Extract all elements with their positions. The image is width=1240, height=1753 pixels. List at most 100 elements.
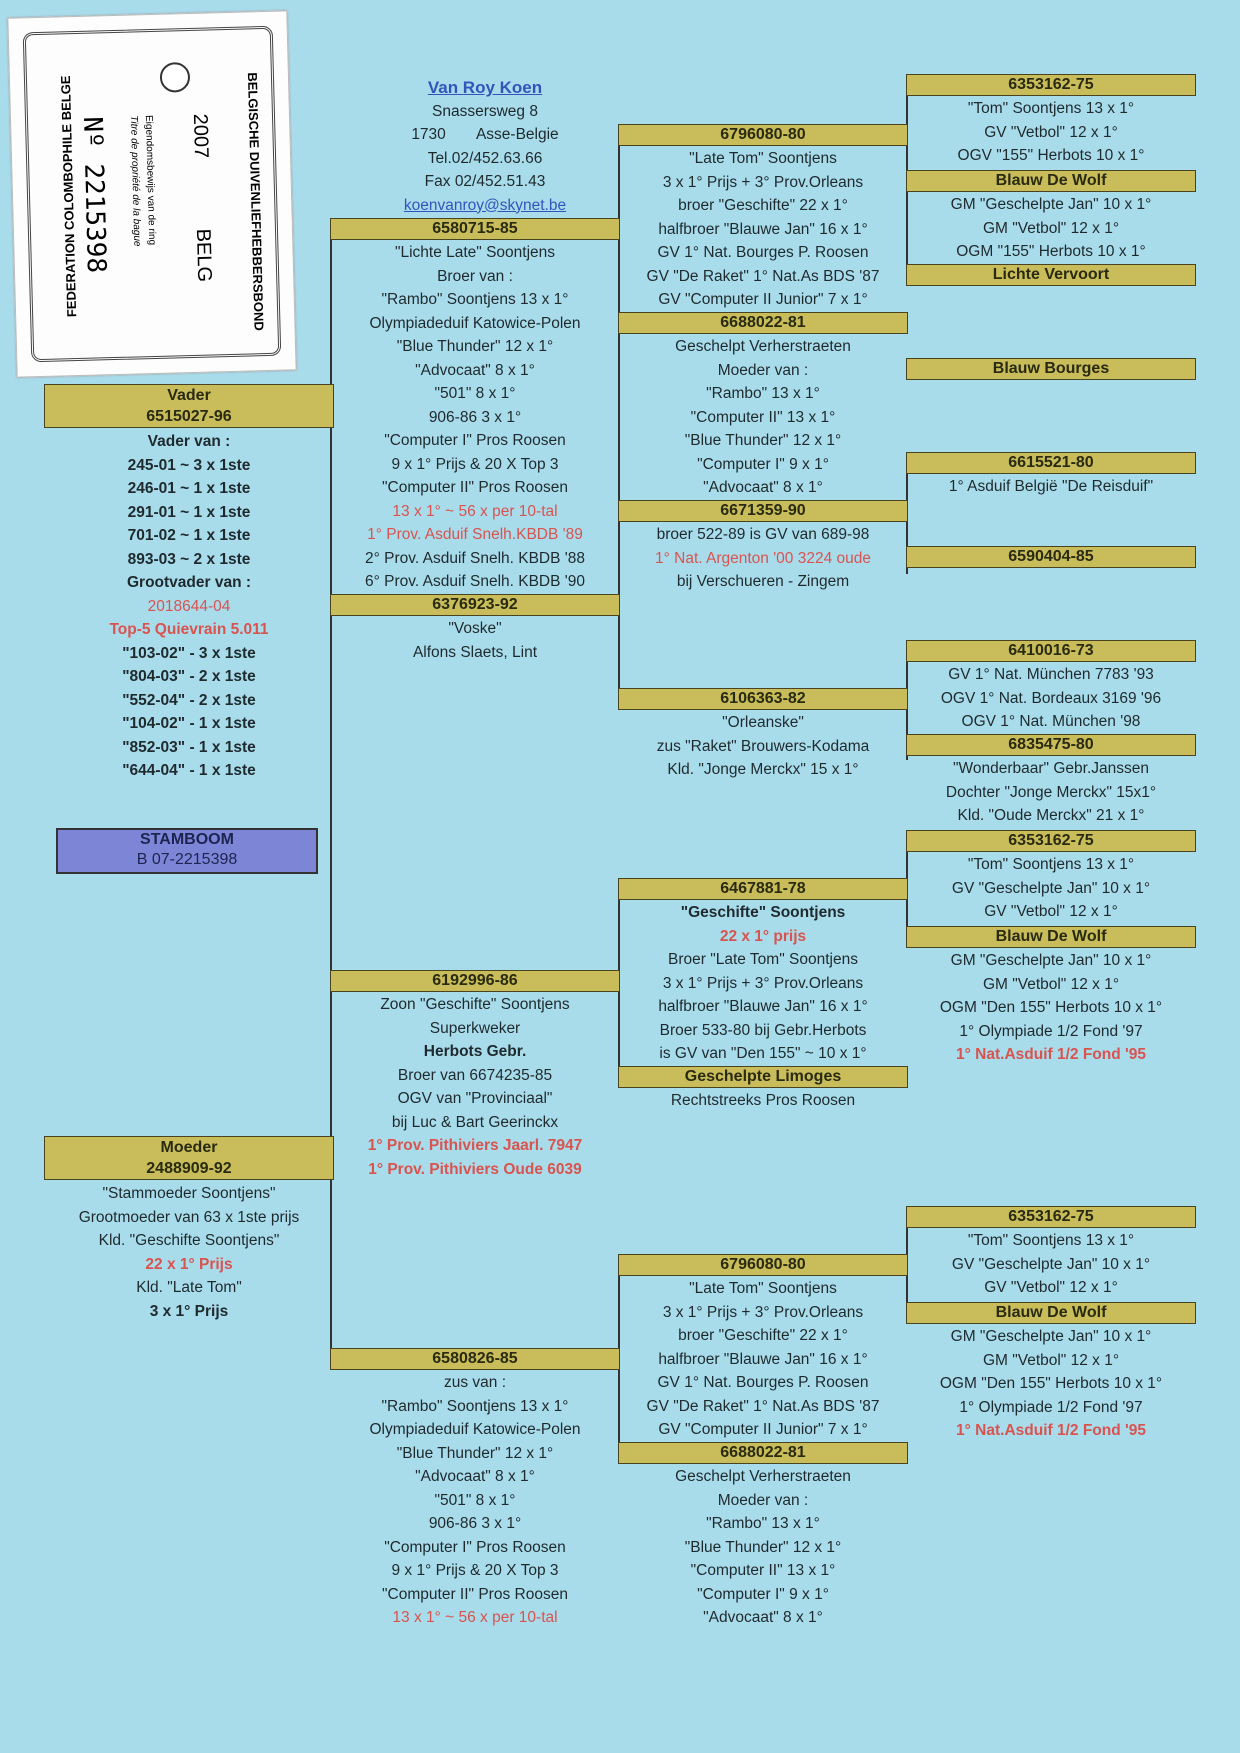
- detail-line: halfbroer "Blauwe Jan" 16 x 1°: [658, 220, 868, 238]
- detail-line: Grootvader van :: [126, 574, 252, 591]
- detail-line: GV "Geschelpte Jan" 10 x 1°: [951, 879, 1151, 897]
- vader-details: Vader van : 245-01 ~ 3 x 1ste 246-01 ~ 1…: [44, 430, 334, 783]
- owner-postal: 1730: [411, 126, 446, 143]
- detail-line: "103-02" - 3 x 1ste: [122, 644, 256, 662]
- owner-city: Asse-Belgie: [475, 126, 559, 143]
- card-ring-number: Nº 2215398: [76, 116, 112, 274]
- g4-header: Blauw Bourges: [906, 358, 1196, 380]
- g2-details: GM "Geschelpte Jan" 10 x 1° GM "Vetbol" …: [906, 193, 1196, 264]
- detail-line: "Computer I" 9 x 1°: [697, 1585, 829, 1603]
- card-country: BELG: [191, 228, 216, 283]
- detail-line: "Blue Thunder" 12 x 1°: [684, 432, 842, 449]
- detail-line: zus "Raket" Brouwers-Kodama: [656, 737, 870, 755]
- detail-line: Kld. "Late Tom": [136, 1279, 242, 1296]
- detail-line: Broer van :: [437, 267, 513, 285]
- moeder-label: Moeder: [160, 1139, 218, 1156]
- detail-line: "Computer II" 13 x 1°: [690, 408, 836, 426]
- detail-line: 9 x 1° Prijs & 20 X Top 3: [391, 1562, 559, 1579]
- g3-header: Lichte Vervoort: [906, 264, 1196, 286]
- detail-line: Kld. "Oude Merckx" 21 x 1°: [957, 807, 1145, 824]
- detail-line: Geschelpt Verherstraeten: [675, 338, 851, 355]
- detail-line: GV "Vetbol" 12 x 1°: [984, 1279, 1118, 1296]
- detail-line: OGM "155" Herbots 10 x 1°: [956, 243, 1146, 260]
- g6-header: 6590404-85: [906, 546, 1196, 568]
- detail-line: bij Verschueren - Zingem: [676, 573, 850, 590]
- vader-label: Vader: [167, 387, 211, 404]
- mmm-details: Geschelpt Verherstraeten Moeder van : "R…: [618, 1465, 908, 1630]
- mmm-header: 6688022-81: [618, 1442, 908, 1464]
- g10-header: Blauw De Wolf: [906, 926, 1196, 948]
- detail-line: "552-04" - 2 x 1ste: [122, 691, 256, 709]
- detail-line: 9 x 1° Prijs & 20 X Top 3: [391, 455, 559, 473]
- owner-name: Van Roy Koen: [427, 78, 543, 97]
- detail-line: Kld. "Geschifte Soontjens": [98, 1232, 280, 1249]
- detail-line: 22 x 1° prijs: [719, 927, 807, 945]
- detail-line: Broer van 6674235-85: [397, 1066, 553, 1084]
- detail-line: "Tom" Soontjens 13 x 1°: [967, 1232, 1135, 1249]
- detail-line: 1° Nat.Asduif 1/2 Fond '95: [956, 1422, 1146, 1439]
- detail-line: "Blue Thunder" 12 x 1°: [396, 338, 554, 355]
- detail-line: GV "De Raket" 1° Nat.As BDS '87: [646, 267, 880, 285]
- vm-header: 6376923-92: [330, 594, 620, 616]
- detail-line: Vader van :: [147, 433, 231, 450]
- connector-line: [330, 218, 332, 1348]
- detail-line: broer "Geschifte" 22 x 1°: [678, 1327, 848, 1344]
- detail-line: GV "Vetbol" 12 x 1°: [984, 123, 1118, 141]
- detail-line: "644-04" - 1 x 1ste: [122, 762, 256, 779]
- detail-line: broer 522-89 is GV van 689-98: [656, 526, 870, 543]
- mvv-header: 6467881-78: [618, 878, 908, 900]
- detail-line: 1° Olympiade 1/2 Fond '97: [959, 1022, 1143, 1040]
- detail-line: GM "Geschelpte Jan" 10 x 1°: [950, 1328, 1152, 1345]
- vv-details: "Lichte Late" Soontjens Broer van : "Ram…: [330, 241, 620, 594]
- detail-line: "501" 8 x 1°: [434, 1491, 516, 1509]
- detail-line: 3 x 1° Prijs + 3° Prov.Orleans: [662, 974, 864, 992]
- detail-line: "Advocaat" 8 x 1°: [415, 361, 535, 379]
- mm-details: zus van : "Rambo" Soontjens 13 x 1° Olym…: [330, 1371, 620, 1630]
- detail-line: GV 1° Nat. München 7783 '93: [948, 666, 1154, 683]
- mvm-details: Rechtstreeks Pros Roosen: [618, 1089, 908, 1113]
- detail-line: 1° Prov. Pithiviers Oude 6039: [368, 1160, 582, 1178]
- ring-ownership-card: BELGISCHE DUIVENLIEFHEBBERSBOND FEDERATI…: [7, 10, 297, 378]
- detail-line: "804-03" - 2 x 1ste: [122, 668, 256, 685]
- detail-line: 13 x 1° ~ 56 x per 10-tal: [392, 502, 558, 520]
- detail-line: GV "De Raket" 1° Nat.As BDS '87: [646, 1397, 880, 1415]
- connector-line: [618, 126, 620, 696]
- owner-email[interactable]: koenvanroy@skynet.be: [403, 196, 567, 214]
- detail-line: 1° Olympiade 1/2 Fond '97: [959, 1398, 1143, 1416]
- detail-line: 1° Prov. Pithiviers Jaarl. 7947: [367, 1137, 583, 1154]
- g5-details: 1° Asduif België "De Reisduif": [906, 475, 1196, 499]
- stamboom-label: STAMBOOM: [140, 831, 234, 848]
- detail-line: OGM "Den 155" Herbots 10 x 1°: [939, 1375, 1163, 1392]
- detail-line: Zoon "Geschifte" Soontjens: [380, 996, 570, 1013]
- detail-line: 13 x 1° ~ 56 x per 10-tal: [392, 1609, 558, 1626]
- detail-line: Dochter "Jonge Merckx" 15x1°: [945, 783, 1157, 801]
- owner-fax: Fax 02/452.51.43: [424, 173, 546, 190]
- detail-line: "Rambo" Soontjens 13 x 1°: [381, 291, 569, 308]
- detail-line: Superkweker: [429, 1019, 521, 1037]
- detail-line: "Tom" Soontjens 13 x 1°: [967, 100, 1135, 117]
- detail-line: "Tom" Soontjens 13 x 1°: [967, 856, 1135, 873]
- detail-line: Kld. "Jonge Merckx" 15 x 1°: [667, 761, 859, 778]
- mvv-details: "Geschifte" Soontjens 22 x 1° prijs Broe…: [618, 901, 908, 1066]
- detail-line: "Computer I" 9 x 1°: [697, 455, 829, 473]
- g8-details: "Wonderbaar" Gebr.Janssen Dochter "Jonge…: [906, 757, 1196, 828]
- mvm-header: Geschelpte Limoges: [618, 1066, 908, 1088]
- g5-header: 6615521-80: [906, 452, 1196, 474]
- g12-header: Blauw De Wolf: [906, 1302, 1196, 1324]
- detail-line: GM "Vetbol" 12 x 1°: [982, 1351, 1120, 1369]
- detail-line: GV "Geschelpte Jan" 10 x 1°: [951, 1255, 1151, 1273]
- stamboom-badge: STAMBOOM B 07-2215398: [56, 828, 318, 874]
- detail-line: GV "Computer II Junior" 7 x 1°: [658, 291, 868, 308]
- moeder-ring: 2488909-92: [146, 1160, 232, 1177]
- detail-line: "Computer II" 13 x 1°: [690, 1562, 836, 1579]
- owner-street: Snassersweg 8: [432, 102, 538, 120]
- detail-line: Olympiadeduif Katowice-Polen: [369, 1421, 581, 1438]
- detail-line: OGV 1° Nat. München '98: [961, 713, 1141, 730]
- g1-header: 6353162-75: [906, 74, 1196, 96]
- detail-line: "Late Tom" Soontjens: [689, 1280, 837, 1297]
- detail-line: "Advocaat" 8 x 1°: [415, 1468, 535, 1485]
- detail-line: 245-01 ~ 3 x 1ste: [127, 456, 251, 474]
- g8-header: 6835475-80: [906, 734, 1196, 756]
- detail-line: "Geschifte" Soontjens: [680, 904, 846, 921]
- detail-line: 701-02 ~ 1 x 1ste: [127, 527, 251, 544]
